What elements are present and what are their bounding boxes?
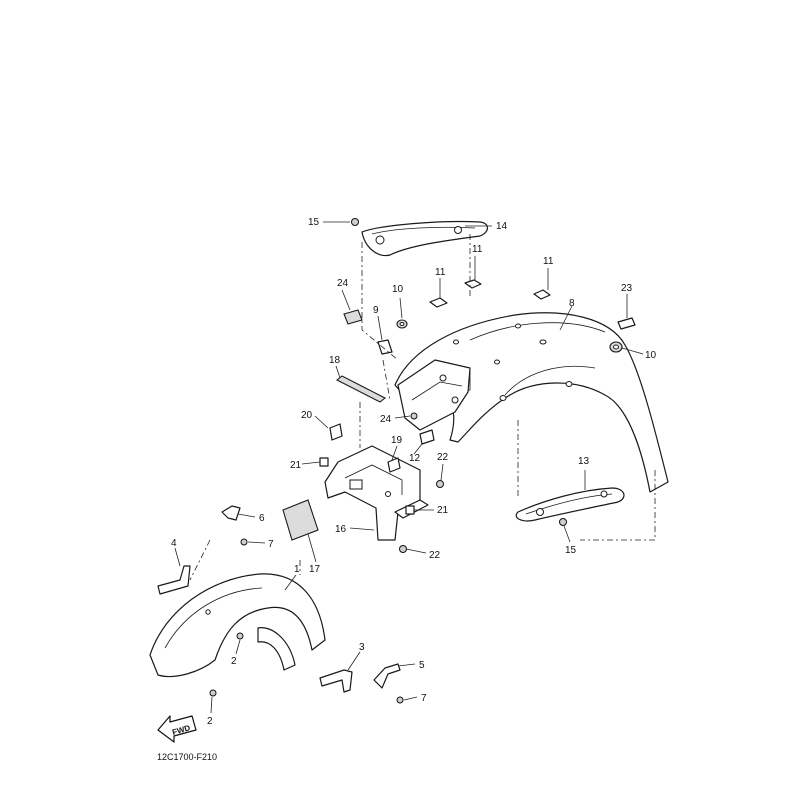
- front-fender[interactable]: [149, 573, 326, 678]
- callout-22-bottom: 22: [429, 550, 441, 561]
- callout-24-middle: 24: [380, 414, 392, 425]
- callout-15-top: 15: [308, 217, 320, 228]
- nut-22-bottom[interactable]: [399, 545, 407, 553]
- callout-20: 20: [301, 410, 313, 421]
- front-stay-4[interactable]: [157, 565, 191, 595]
- callout-19: 19: [391, 435, 403, 446]
- callout-22-top: 22: [437, 452, 449, 463]
- callout-9: 9: [373, 305, 379, 316]
- bar-18[interactable]: [335, 375, 387, 403]
- bracket-20[interactable]: [329, 423, 343, 441]
- callout-16: 16: [335, 524, 347, 535]
- clip-21-left[interactable]: [319, 457, 329, 467]
- washer-24[interactable]: [410, 412, 418, 420]
- callout-11-a: 11: [472, 244, 483, 255]
- callout-5: 5: [419, 660, 425, 671]
- damper-11-a[interactable]: [429, 297, 448, 308]
- callout-10-right: 10: [645, 350, 657, 361]
- callout-2-lower: 2: [207, 716, 213, 727]
- callout-6: 6: [259, 513, 265, 524]
- bolt-15-top[interactable]: [351, 218, 359, 226]
- callout-11-b: 11: [435, 267, 446, 278]
- callout-24-top: 24: [337, 278, 349, 289]
- callout-15-bottom: 15: [565, 545, 577, 556]
- callout-11-c: 11: [543, 256, 554, 267]
- label-23[interactable]: [617, 317, 636, 330]
- callout-23: 23: [621, 283, 633, 294]
- bolt-15-bottom[interactable]: [559, 518, 567, 526]
- bolt-2-lower[interactable]: [209, 689, 217, 697]
- callout-2-upper: 2: [231, 656, 237, 667]
- callout-4: 4: [171, 538, 177, 549]
- forward-arrow-icon: FWD: [157, 715, 197, 743]
- grommet-10-top[interactable]: [396, 319, 408, 329]
- callout-17: 17: [309, 564, 321, 575]
- cushion-24-top[interactable]: [343, 309, 363, 325]
- callout-14: 14: [496, 221, 508, 232]
- nut-22-top[interactable]: [436, 480, 444, 488]
- fender-inner-bracket[interactable]: [397, 359, 471, 431]
- bolt-2-upper[interactable]: [236, 632, 244, 640]
- callout-21-right: 21: [437, 505, 449, 516]
- plate-19[interactable]: [387, 457, 401, 473]
- callout-12: 12: [409, 453, 421, 464]
- callout-7-upper: 7: [268, 539, 274, 550]
- damper-11-b[interactable]: [464, 279, 482, 289]
- callout-labels: 1 2 2 3 4 5 6 7 7 8 9 10 10 11 11 11 12 …: [171, 217, 657, 727]
- leader-lines: [174, 221, 644, 714]
- callout-18: 18: [329, 355, 341, 366]
- callout-3: 3: [359, 642, 365, 653]
- reflector-holder-9[interactable]: [377, 339, 393, 355]
- clamp-6[interactable]: [221, 505, 241, 521]
- assembly-lines: [189, 234, 656, 581]
- callout-13: 13: [578, 456, 590, 467]
- callout-21-left: 21: [290, 460, 302, 471]
- callout-1: 1: [294, 564, 300, 575]
- front-stay-3[interactable]: [319, 669, 353, 693]
- lower-grab-stay[interactable]: [515, 487, 625, 522]
- bolt-7-bottom[interactable]: [396, 696, 404, 704]
- upper-grab-stay[interactable]: [361, 220, 489, 257]
- license-plate[interactable]: [282, 499, 319, 541]
- clamp-5[interactable]: [373, 663, 401, 689]
- diagram-reference-code: 12C1700-F210: [157, 752, 217, 762]
- clip-21-right[interactable]: [405, 505, 415, 515]
- callout-7-lower: 7: [421, 693, 427, 704]
- grommet-10-right[interactable]: [609, 341, 623, 353]
- callout-8: 8: [569, 298, 575, 309]
- damper-11-c[interactable]: [533, 289, 551, 300]
- bolt-7-top[interactable]: [240, 538, 248, 546]
- callout-10-top: 10: [392, 284, 404, 295]
- cushion-12[interactable]: [419, 429, 435, 445]
